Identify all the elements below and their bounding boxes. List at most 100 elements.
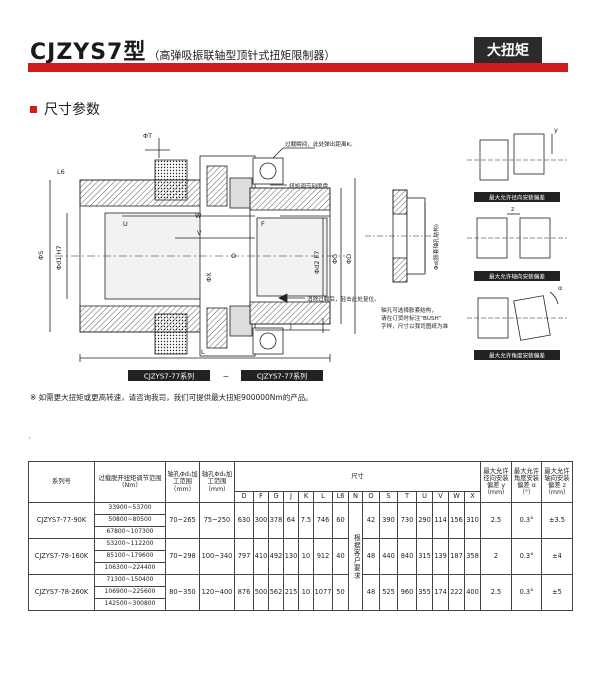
cell-V: 174	[432, 574, 449, 611]
dim-phid-bush: Φd(胀套轴孔结构)	[432, 224, 440, 270]
dim-col-header: S	[379, 491, 398, 503]
cell-U: 290	[416, 502, 433, 539]
dim-col-header: U	[416, 491, 433, 503]
side-dim-z: z	[511, 205, 515, 213]
col-series: 系列号	[28, 461, 95, 503]
cell-K: 10	[298, 538, 314, 575]
cell-d1: 70~265	[165, 502, 200, 539]
cell-O: 48	[362, 538, 380, 575]
cell-U: 315	[416, 538, 433, 575]
model-name: CJZYS7	[30, 40, 124, 65]
cell-K: 10	[298, 574, 314, 611]
cell-d2: 75~250	[199, 502, 235, 539]
model-suffix: 型	[123, 40, 147, 65]
cell-F: 500	[253, 574, 269, 611]
product-title: CJZYS7型（高弹吸振联轴型顶针式扭矩限制器）	[30, 34, 335, 66]
cell-W: 156	[448, 502, 465, 539]
dim-phiS: ΦS	[37, 251, 45, 260]
cell-alpha: 0.3°	[511, 574, 542, 611]
cell-torque: 142500~300800	[94, 598, 166, 611]
cell-torque: 67800~107300	[94, 526, 166, 539]
cell-d1: 80~350	[165, 574, 200, 611]
series-label-left: CJZYS7-77系列	[144, 372, 194, 381]
col-alpha: 最大允许角度安装偏差 α（°）	[511, 461, 542, 503]
side-label-angular: 最大允许角度安装偏差	[489, 352, 545, 360]
cell-d2: 100~340	[199, 538, 235, 575]
col-dims: 尺寸	[234, 461, 481, 492]
cell-W: 187	[448, 538, 465, 575]
cell-O: 42	[362, 502, 380, 539]
dim-phiX: ΦX	[205, 272, 213, 282]
section-title: 尺寸参数	[44, 102, 100, 118]
category-tag: 大扭矩	[474, 37, 542, 63]
dim-col-header: D	[234, 491, 254, 503]
cell-D: 876	[234, 574, 254, 611]
cell-series: CJZYS7-78-260K	[28, 574, 95, 611]
cell-torque: 53200~112200	[94, 538, 166, 551]
dim-col-header: X	[464, 491, 481, 503]
cell-S: 525	[379, 574, 398, 611]
series-separator: ~	[223, 372, 230, 381]
cell-y: 2.5	[480, 574, 512, 611]
bore-note-line1: 轴孔可选择胀套结构，	[381, 306, 437, 314]
cell-G: 378	[268, 502, 284, 539]
cell-d1: 70~298	[165, 538, 200, 575]
dim-col-header: G	[268, 491, 284, 503]
dim-col-header: O	[362, 491, 380, 503]
cell-G: 562	[268, 574, 284, 611]
dim-O: O	[231, 252, 236, 260]
dim-phiG: ΦG	[331, 254, 339, 264]
cell-K: 7.5	[298, 502, 314, 539]
col-d1: 轴孔Φd₁加工范围（mm）	[165, 461, 200, 503]
cell-F: 300	[253, 502, 269, 539]
cell-S: 440	[379, 538, 398, 575]
dim-L: L	[201, 348, 205, 356]
cell-O: 48	[362, 574, 380, 611]
side-label-radial: 最大允许径向安装偏差	[489, 194, 545, 202]
dim-col-header: N	[348, 491, 363, 503]
cell-torque: 106900~225600	[94, 586, 166, 599]
dim-F: F	[261, 220, 265, 228]
col-d2: 轴孔Φd₂加工范围（mm）	[199, 461, 235, 503]
cell-V: 114	[432, 502, 449, 539]
cell-torque: 106300~224400	[94, 562, 166, 575]
cell-series: CJZYS7-77-90K	[28, 502, 95, 539]
cell-T: 840	[397, 538, 417, 575]
cell-d2: 120~400	[199, 574, 235, 611]
cell-alpha: 0.3°	[511, 502, 542, 539]
dim-col-header: K	[298, 491, 314, 503]
cell-T: 960	[397, 574, 417, 611]
cell-J: 64	[283, 502, 299, 539]
dim-col-header: W	[448, 491, 465, 503]
cell-L6: 60	[332, 502, 349, 539]
callout-reset-hint: 消除过载后，轻击此处复位。	[307, 295, 380, 303]
cell-S: 390	[379, 502, 398, 539]
cell-torque: 50800~80500	[94, 514, 166, 527]
dim-col-header: L6	[332, 491, 349, 503]
dim-col-header: L	[313, 491, 333, 503]
dim-phiD: ΦD	[345, 254, 353, 264]
cell-D: 630	[234, 502, 254, 539]
coupling-cross-section-drawing: 过载瞬间，此处弹出距离K。 扭矩调节刻度盘 消除过载后，轻击此处复位。 轴孔可选…	[37, 132, 449, 381]
misalignment-diagrams: y z α 最大允许径向安装偏差 最大允许轴向安装偏差 最大允许角度安装偏差	[467, 126, 567, 360]
cell-alpha: 0.3°	[511, 538, 542, 575]
dim-col-header: V	[432, 491, 449, 503]
cell-W: 222	[448, 574, 465, 611]
cell-torque: 71300~150400	[94, 574, 166, 587]
cell-L: 746	[313, 502, 333, 539]
cell-L: 1077	[313, 574, 333, 611]
stray-mark: ·	[28, 434, 31, 443]
cell-D: 797	[234, 538, 254, 575]
dim-V: V	[197, 229, 202, 237]
cell-torque: 85100~179600	[94, 550, 166, 563]
product-subtitle: （高弹吸振联轴型顶针式扭矩限制器）	[148, 49, 336, 62]
cell-L6: 50	[332, 574, 349, 611]
dim-U: U	[123, 220, 128, 228]
header-red-bar	[28, 63, 568, 72]
cell-X: 310	[464, 502, 481, 539]
cell-L6: 40	[332, 538, 349, 575]
cell-V: 139	[432, 538, 449, 575]
cell-z: ±5	[541, 574, 573, 611]
cell-F: 410	[253, 538, 269, 575]
cell-series: CJZYS7-78-160K	[28, 538, 95, 575]
